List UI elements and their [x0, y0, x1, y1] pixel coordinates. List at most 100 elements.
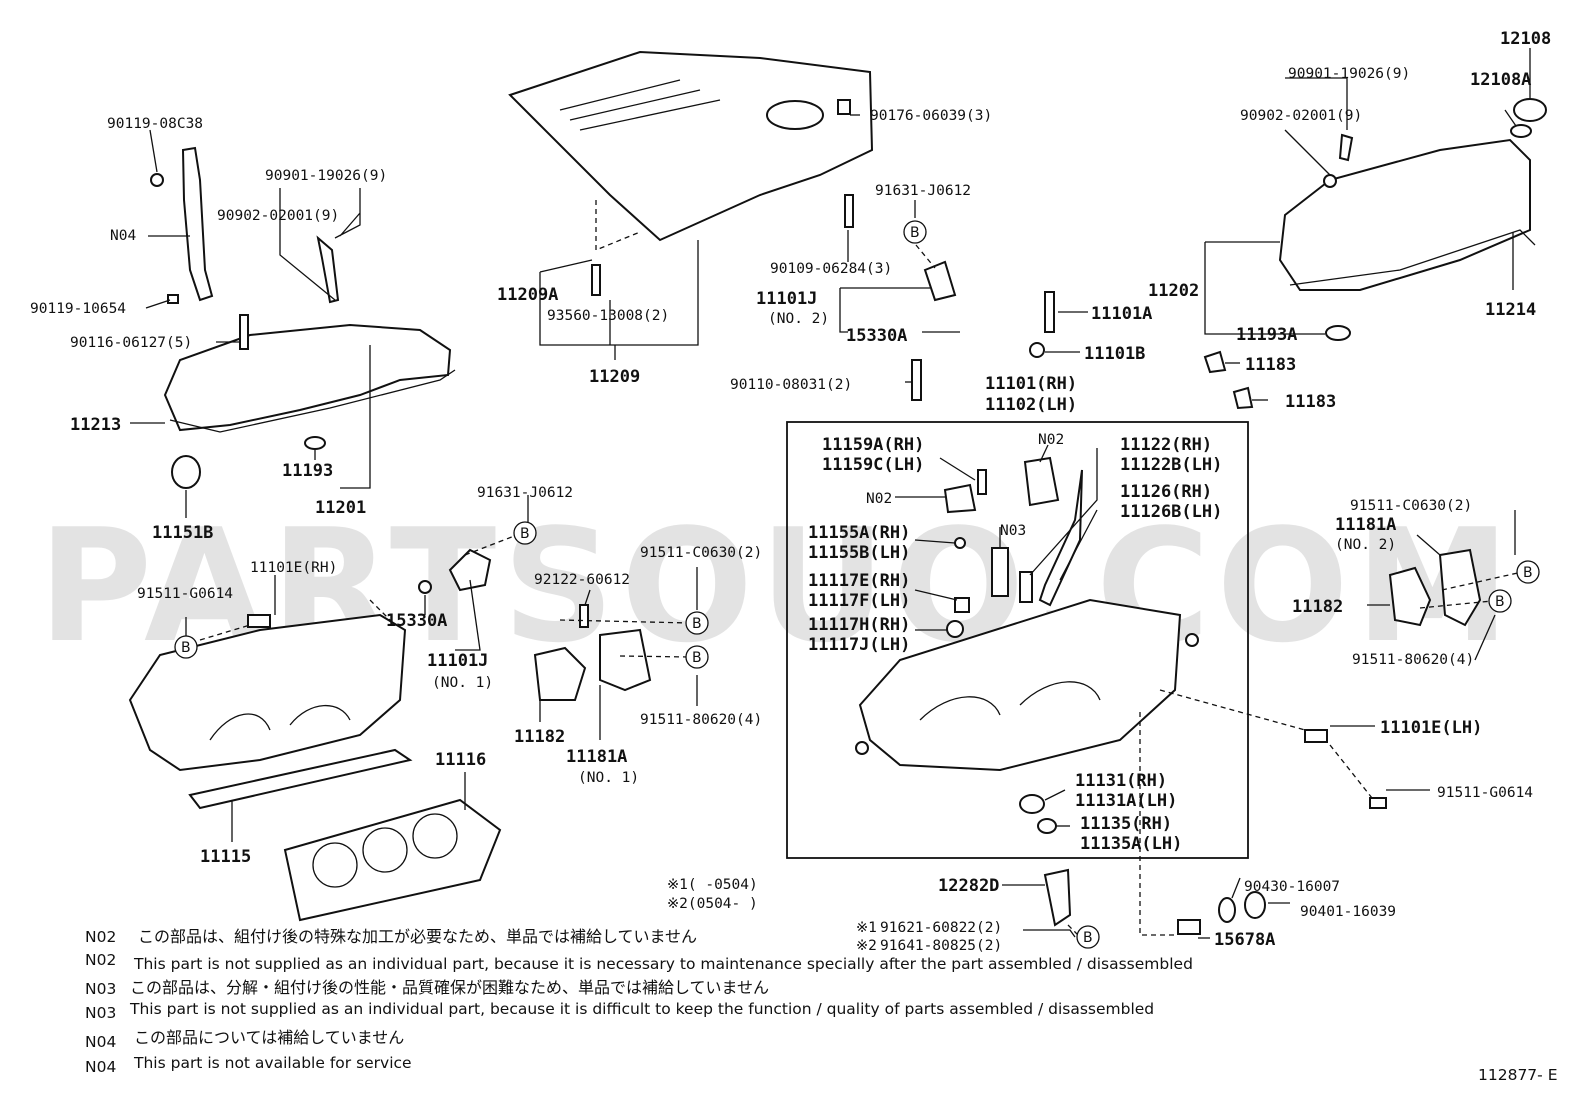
dowel-left-shape: [855, 741, 869, 755]
bracket-11182-right-shape: [1388, 566, 1432, 627]
callout-b-1: [174, 635, 198, 659]
figure-code: 112877- E: [1478, 1066, 1557, 1084]
label-mark1: ※1: [856, 920, 877, 936]
label-N03: N03: [1000, 523, 1026, 539]
plug-11183a-shape: [1203, 350, 1227, 374]
label-11155B: 11155B(LH): [808, 543, 910, 563]
note-code-6: N04: [85, 1058, 116, 1076]
label-11135A: 11135A(LH): [1080, 834, 1182, 854]
label-N04: N04: [110, 228, 136, 244]
label-91621-60822: 91621-60822(2): [880, 920, 1002, 936]
label-12108: 12108: [1500, 29, 1551, 49]
cap-n02-a-shape: [943, 483, 977, 514]
footnotes: N02 この部品は、組付け後の特殊な加工が必要なため、単品では補給していません …: [85, 927, 1193, 1076]
note-code-3: N03: [85, 980, 116, 998]
label-11101J-left-sub: (NO. 1): [432, 675, 493, 691]
bolt-g0614-right-shape: [1369, 797, 1387, 809]
part-labels: 90119-08C38 N04 90119-10654 90116-06127(…: [30, 29, 1551, 954]
label-11135: 11135(RH): [1080, 814, 1172, 834]
label-90119-08C38: 90119-08C38: [107, 116, 203, 132]
bracket-12282D-shape: [1043, 868, 1072, 927]
label-11151B: 11151B: [152, 523, 213, 543]
note-code-5: N04: [85, 1033, 116, 1051]
callout-b-8: [1488, 589, 1512, 613]
label-93560-13008: 93560-13008(2): [547, 308, 669, 324]
oil-cap-12108-shape: [1513, 98, 1547, 122]
callout-b-3: [685, 611, 709, 635]
gasket-11193-shape: [304, 436, 326, 450]
gasket-12108A-shape: [1510, 124, 1532, 138]
note-text-6: This part is not available for service: [133, 1054, 412, 1072]
label-11202: 11202: [1148, 281, 1199, 301]
cover-ribs: [559, 79, 721, 131]
label-11131: 11131(RH): [1075, 771, 1167, 791]
label-15330A-left: 15330A: [386, 611, 447, 631]
gasket-11214-shape: [1289, 229, 1536, 286]
plug-right-shape: [1338, 133, 1354, 162]
label-90110-08031: 90110-08031(2): [730, 377, 852, 393]
label-11122B: 11122B(LH): [1120, 455, 1222, 475]
label-11115: 11115: [200, 847, 251, 867]
valve-cover-lh-shape: [163, 323, 452, 432]
label-11181A-right-sub: (NO. 2): [1335, 537, 1396, 553]
label-11117H: 11117H(RH): [808, 615, 910, 635]
bolt-06127-shape: [239, 314, 249, 350]
label-91641-80825: 91641-80825(2): [880, 938, 1002, 954]
label-11183-a: 11183: [1245, 355, 1296, 375]
label-91511-80620-right: 91511-80620(4): [1352, 652, 1474, 668]
cam-sensor-lh-right-shape: [1304, 729, 1328, 743]
svg-text:B: B: [181, 640, 191, 656]
engine-cover-11209-shape: [508, 50, 874, 242]
label-11159A: 11159A(RH): [822, 435, 924, 455]
bracket-11181A-right-shape: [1438, 548, 1482, 627]
label-11201: 11201: [315, 498, 366, 518]
note-text-3: この部品は、分解・組付け後の性能・品質確保が困難なため、単品では補給していません: [130, 978, 769, 997]
label-11131A: 11131A(LH): [1075, 791, 1177, 811]
bracket-11182-mid-shape: [533, 646, 587, 701]
label-92122-60612: 92122-60612: [534, 572, 630, 588]
label-90176-06039: 90176-06039(3): [870, 108, 992, 124]
label-mark2: ※2: [856, 938, 877, 954]
label-date2: ※2(0504- ): [667, 896, 758, 912]
label-12282D: 12282D: [938, 876, 999, 896]
svg-text:B: B: [692, 616, 702, 632]
label-11181A-mid: 11181A: [566, 747, 627, 767]
note-text-2: This part is not supplied as an individu…: [133, 955, 1193, 973]
label-11101E-RH: 11101E(RH): [250, 560, 337, 576]
note-code-1: N02: [85, 928, 116, 946]
label-N02-a: N02: [1038, 432, 1064, 448]
seal-11117E-shape: [954, 597, 970, 613]
label-11101B: 11101B: [1084, 344, 1145, 364]
port-lines-lh: [209, 704, 351, 741]
bolt-90110-shape: [911, 359, 922, 401]
callout-b-6: [1076, 925, 1100, 949]
label-11117E: 11117E(RH): [808, 571, 910, 591]
head-gasket-11116-shape: [283, 798, 502, 922]
cam-sensor-no2-shape: [923, 260, 957, 302]
label-91511-C0630-right: 91511-C0630(2): [1350, 498, 1472, 514]
grommet-90176-shape: [837, 99, 851, 115]
gasket-11213-shape: [169, 369, 456, 433]
label-11101J-mid-sub: (NO. 2): [768, 311, 829, 327]
callout-b-4: [685, 645, 709, 669]
washer-11101B-shape: [1029, 342, 1045, 358]
plug-15678A-shape: [1177, 919, 1201, 935]
label-11209A: 11209A: [497, 285, 558, 305]
label-11116: 11116: [435, 750, 486, 770]
label-11209: 11209: [589, 367, 640, 387]
bracket-n04-shape: [181, 146, 214, 302]
cylinder-head-lh-shape: [128, 613, 407, 772]
note-code-4: N03: [85, 1004, 116, 1022]
label-11117J: 11117J(LH): [808, 635, 910, 655]
svg-text:B: B: [692, 650, 702, 666]
label-90902-02001-left: 90902-02001(9): [217, 208, 339, 224]
label-90401-16039: 90401-16039: [1300, 904, 1396, 920]
bolt-11159A-shape: [977, 469, 987, 495]
gasket-11135-shape: [1037, 818, 1057, 834]
label-91511-80620-mid: 91511-80620(4): [640, 712, 762, 728]
label-11214: 11214: [1485, 300, 1536, 320]
label-11101J-left: 11101J: [427, 651, 488, 671]
label-11181A-right: 11181A: [1335, 515, 1396, 535]
label-91511-C0630-mid: 91511-C0630(2): [640, 545, 762, 561]
svg-text:B: B: [1083, 930, 1093, 946]
